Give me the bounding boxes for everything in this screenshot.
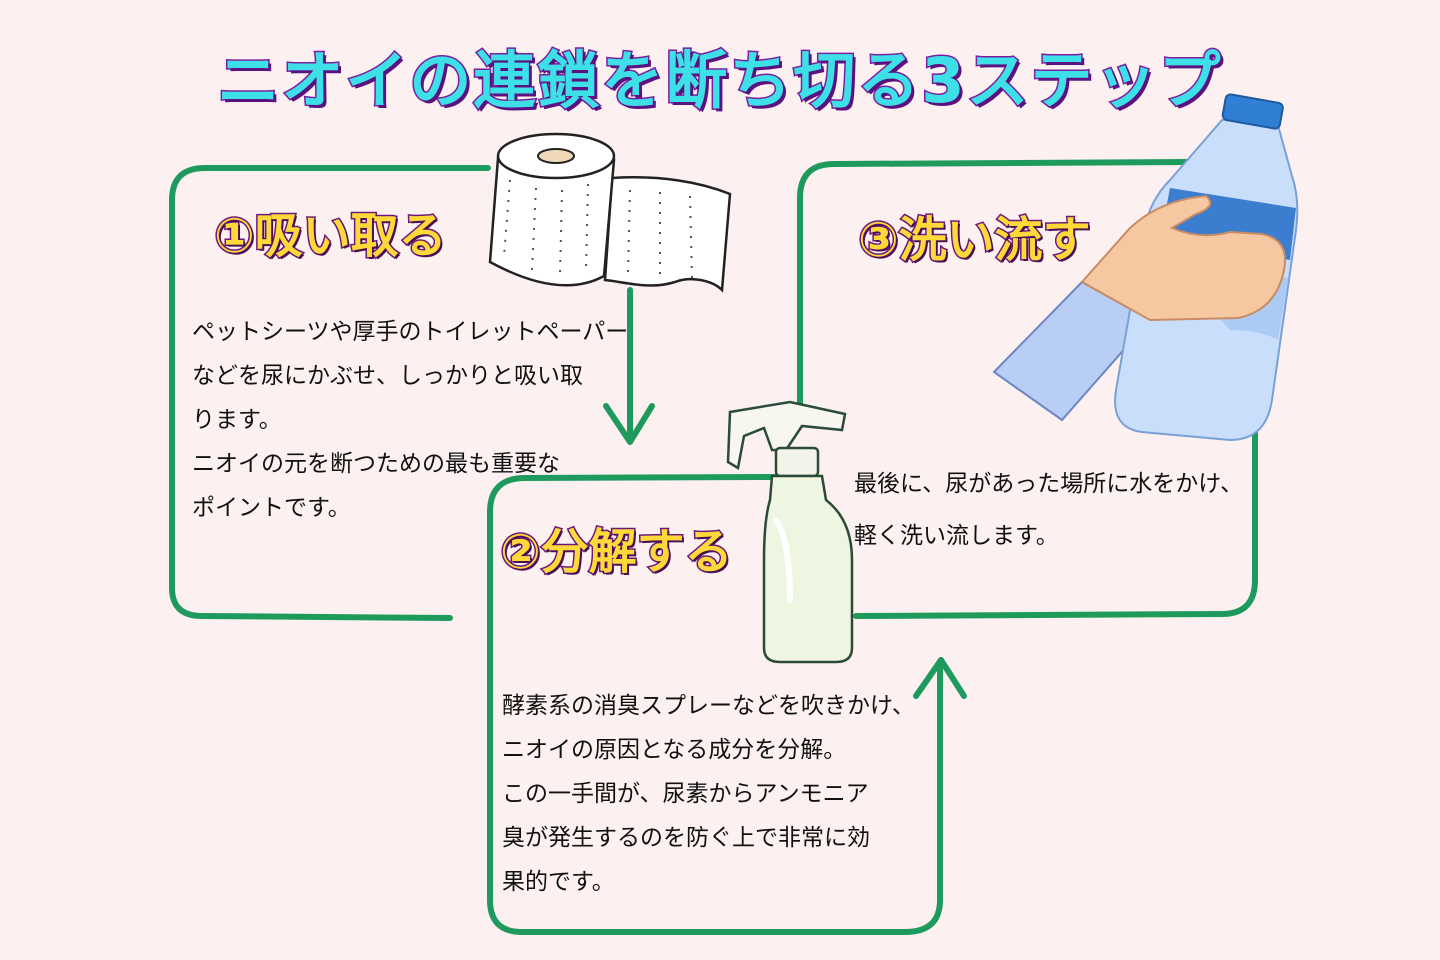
arrow-step2-to-step3 (913, 657, 967, 699)
step2-line: この一手間が、尿素からアンモニア (502, 781, 869, 807)
step1-frame (169, 165, 491, 621)
step3-title: ③洗い流す (857, 211, 1093, 270)
step1-title: ①吸い取る (213, 207, 449, 266)
arrow-step1-to-step2 (603, 287, 655, 445)
toilet-paper-icon (488, 132, 732, 293)
step2-body: 酵素系の消臭スプレーなどを吹きかけ、 ニオイの原因となる成分を分解。 この一手間… (502, 684, 915, 904)
step2-line: ニオイの原因となる成分を分解。 (502, 737, 847, 763)
step1-body: ペットシーツや厚手のトイレットペーパー などを尿にかぶせ、しっかりと吸い取 りま… (192, 310, 628, 530)
step2-line: 臭が発生するのを防ぐ上で非常に効 (502, 825, 870, 851)
step3-frame (797, 159, 1258, 619)
step2-line: 果的です。 (502, 869, 615, 895)
step1-line: ります。 (192, 407, 282, 433)
step1-line: ペットシーツや厚手のトイレットペーパー (192, 319, 629, 345)
page-title: ニオイの連鎖を断ち切る3ステップ (216, 43, 1223, 119)
step2-frame (487, 474, 943, 935)
step3-body: 最後に、尿があった場所に水をかけ、 軽く洗い流します。 (854, 458, 1243, 562)
step1-line: ポイントです。 (192, 495, 351, 521)
step1-line: などを尿にかぶせ、しっかりと吸い取 (192, 363, 583, 389)
step2-title: ②分解する (499, 523, 735, 582)
step3-line: 軽く洗い流します。 (854, 523, 1059, 549)
spray-bottle-icon (726, 400, 854, 664)
step1-line: ニオイの元を断つための最も重要な (192, 451, 560, 477)
step2-line: 酵素系の消臭スプレーなどを吹きかけ、 (502, 693, 915, 719)
step3-line: 最後に、尿があった場所に水をかけ、 (854, 471, 1244, 497)
water-bottle-hand-icon (992, 93, 1299, 442)
